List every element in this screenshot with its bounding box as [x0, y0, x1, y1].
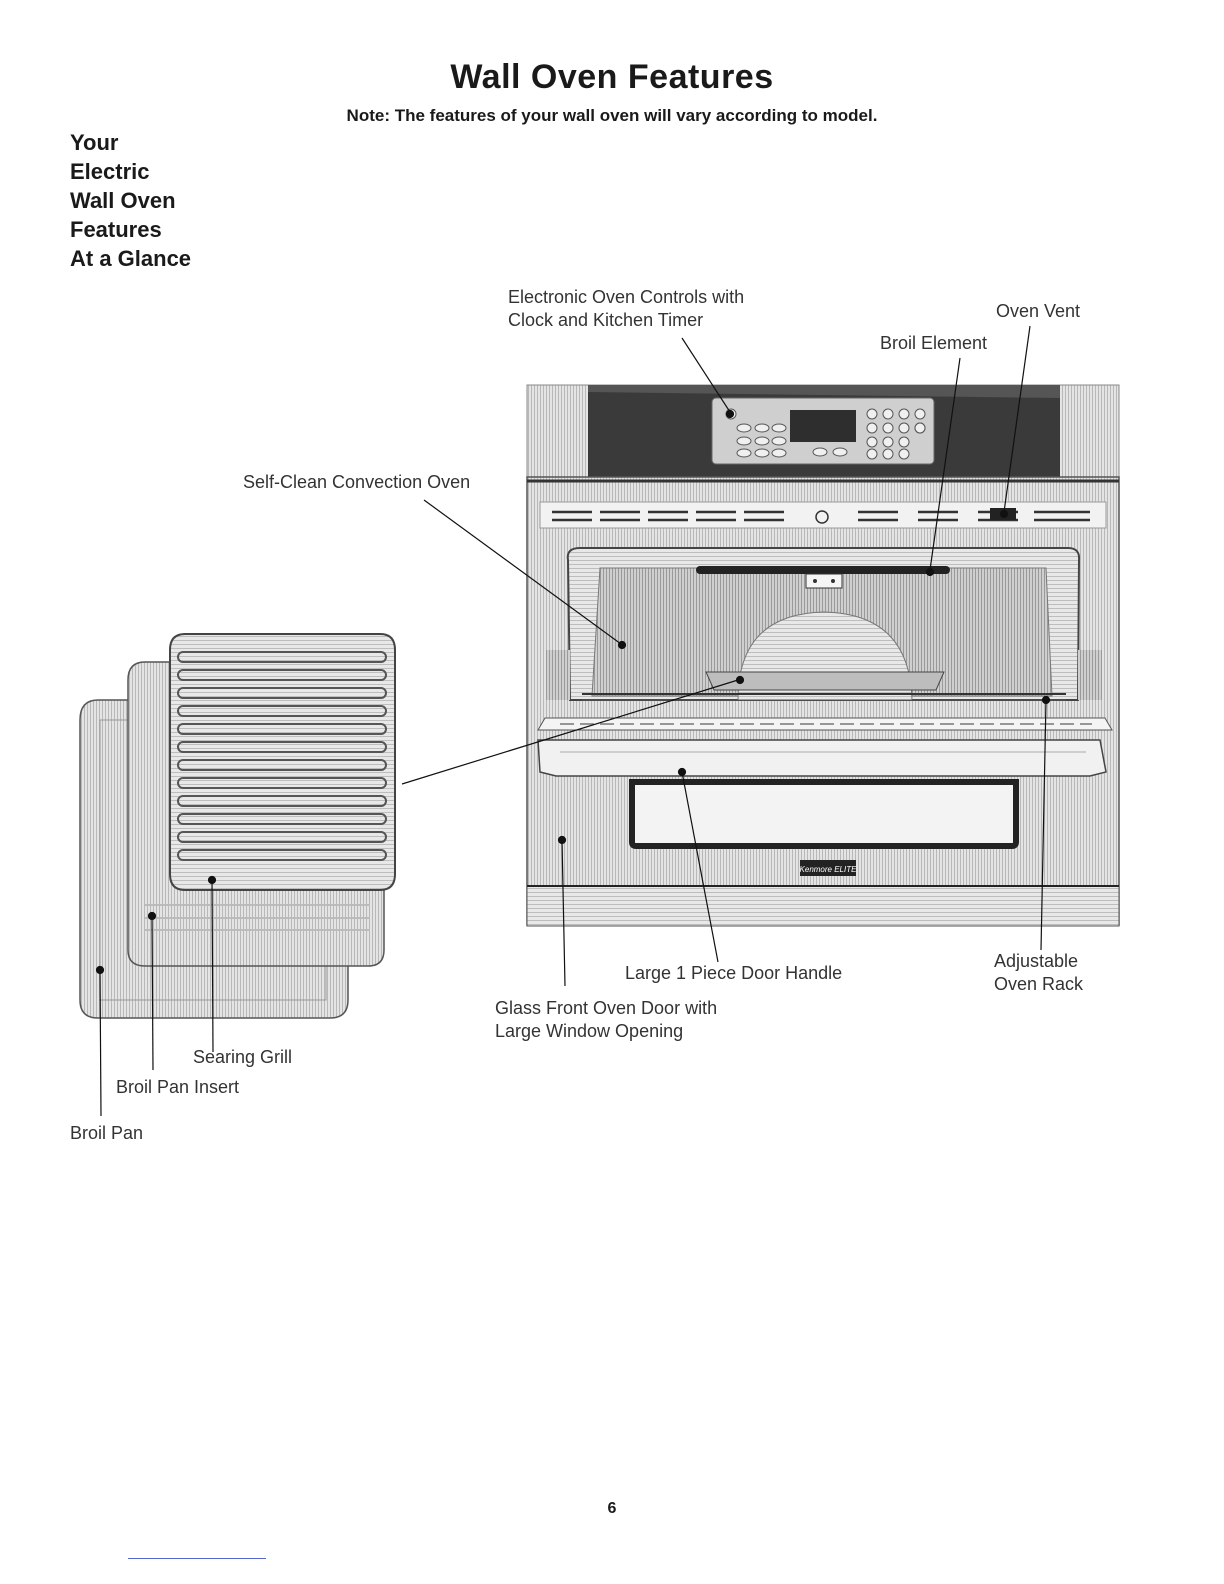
vent-slots: [552, 510, 1090, 522]
display-window: [790, 410, 856, 442]
oven-vent-strip: [539, 501, 1107, 529]
baking-dish: [705, 671, 945, 691]
label-door-handle: Large 1 Piece Door Handle: [625, 963, 843, 983]
label-broil-pan: Broil Pan: [70, 1123, 144, 1143]
side-heading-line: Wall Oven: [70, 188, 176, 213]
side-heading-line: Your: [70, 130, 119, 155]
label-broil-pan-insert: Broil Pan Insert: [116, 1077, 240, 1097]
label-oven-vent: Oven Vent: [996, 301, 1081, 321]
label-line: Electronic Oven Controls with: [508, 287, 745, 307]
broil-pan-set: [79, 633, 396, 1019]
element-bracket: [805, 573, 843, 589]
label-line: Glass Front Oven Door with: [495, 998, 718, 1018]
side-heading: Your Electric Wall Oven Features At a Gl…: [70, 128, 191, 273]
brand-badge: [800, 860, 856, 876]
brand-badge-text: Kenmore ELITE: [800, 865, 858, 874]
label-self-clean-oven: Self-Clean Convection Oven: [243, 472, 471, 492]
leader-lines: [95, 325, 1051, 1117]
keypad-buttons: [725, 408, 926, 460]
side-heading-line: Features: [70, 217, 162, 242]
label-glass-door: Glass Front Oven Door with Large Window …: [495, 997, 717, 1043]
oven-kickplate: [526, 885, 1120, 927]
page-number: 6: [607, 1500, 617, 1517]
grill-bars: [177, 651, 387, 861]
label-oven-controls: Electronic Oven Controls with Clock and …: [508, 286, 744, 332]
page-title: Wall Oven Features: [450, 58, 774, 96]
side-heading-line: At a Glance: [70, 246, 192, 271]
wall-oven: Kenmore ELITE: [526, 384, 1120, 927]
label-line: Oven Rack: [994, 974, 1084, 994]
searing-grill: [169, 633, 396, 891]
footer-rule: [128, 1558, 266, 1559]
model-note: Note: The features of your wall oven wil…: [346, 106, 878, 125]
label-oven-rack: Adjustable Oven Rack: [994, 950, 1083, 996]
label-line: Adjustable: [994, 951, 1079, 971]
label-line: Clock and Kitchen Timer: [508, 310, 704, 330]
label-broil-element: Broil Element: [880, 333, 988, 353]
label-line: Large Window Opening: [495, 1021, 684, 1041]
label-searing-grill: Searing Grill: [193, 1047, 293, 1067]
side-heading-line: Electric: [70, 159, 150, 184]
broil-element: [696, 566, 950, 574]
power-indicator-icon: [815, 510, 829, 524]
door-handle: [537, 739, 1107, 777]
door-window: [629, 779, 1019, 849]
